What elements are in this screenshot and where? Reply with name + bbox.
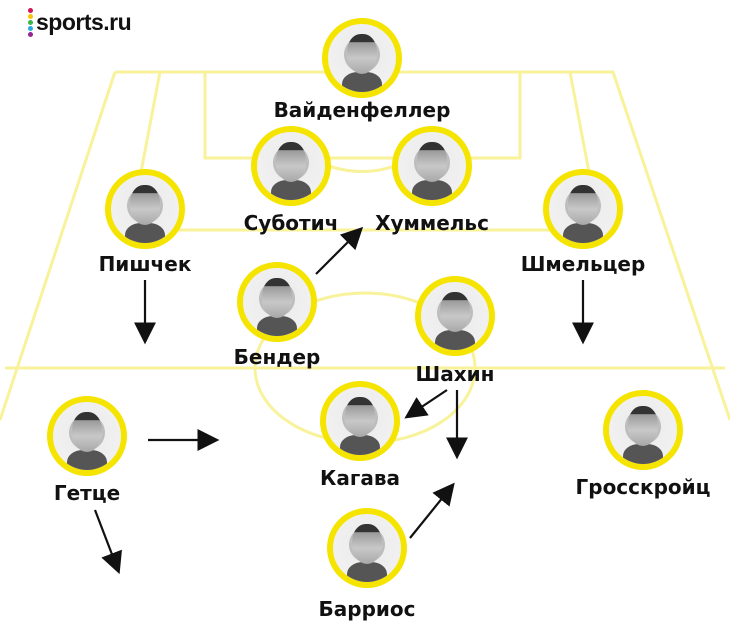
- logo-text: sports.ru: [36, 9, 132, 35]
- player-photo: [320, 381, 400, 461]
- player-photo: [237, 262, 317, 342]
- player-name: Шахин: [415, 362, 495, 386]
- player-name: Бендер: [233, 345, 321, 369]
- player-name: Гетце: [53, 481, 121, 505]
- logo-dots-icon: [28, 8, 33, 37]
- arrow: [93, 509, 122, 575]
- player-name: Гросскройц: [575, 475, 711, 499]
- arrow: [404, 389, 448, 419]
- player-name: Шмельцер: [520, 252, 646, 276]
- player-photo: [105, 169, 185, 249]
- player-photo: [392, 126, 472, 206]
- player-name: Пишчек: [98, 252, 192, 276]
- player-name: Хуммельс: [375, 211, 489, 235]
- player-name: Суботич: [243, 211, 339, 235]
- player-photo: [603, 390, 683, 470]
- player-photo: [322, 18, 402, 98]
- player-photo: [47, 396, 127, 476]
- arrow: [315, 226, 364, 275]
- player-name: Барриос: [318, 597, 416, 621]
- arrow: [409, 482, 455, 539]
- player-photo: [251, 126, 331, 206]
- sports-ru-logo: sports.ru: [28, 8, 132, 37]
- player-photo: [415, 276, 495, 356]
- player-name: Кагава: [320, 466, 400, 490]
- player-photo: [327, 508, 407, 588]
- player-name: Вайденфеллер: [273, 98, 451, 122]
- player-photo: [543, 169, 623, 249]
